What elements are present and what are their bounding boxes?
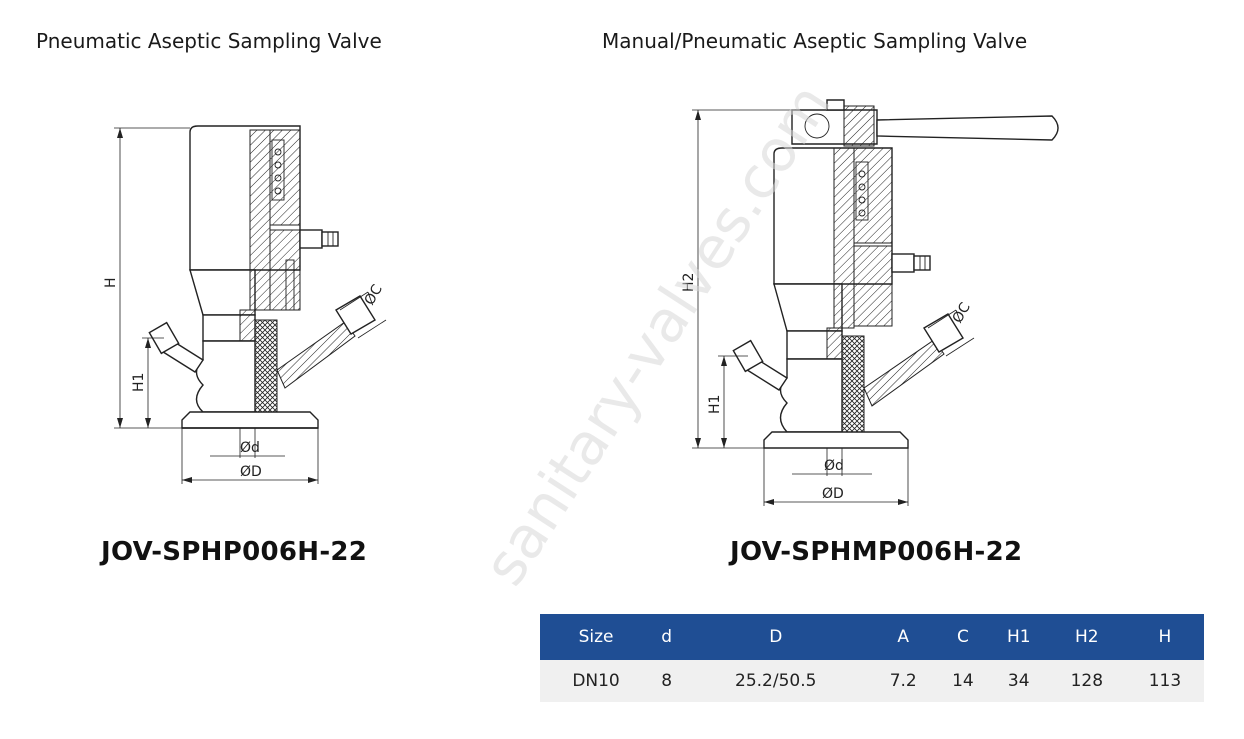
dim-label-d: Ød <box>240 440 260 456</box>
dim-label-d-right: Ød <box>824 458 844 474</box>
col-C-header: C <box>936 614 990 660</box>
cell-D: 25.2/50.5 <box>681 660 871 702</box>
col-d-header: d <box>652 614 682 660</box>
dim-label-D-right: ØD <box>822 486 844 502</box>
spec-table: Size d D A C H1 H2 H DN10 8 25.2/50.5 7.… <box>540 614 1204 702</box>
left-caption: Pneumatic Aseptic Sampling Valve <box>36 29 382 53</box>
cell-size: DN10 <box>540 660 653 702</box>
col-H2-header: H2 <box>1047 614 1126 660</box>
cell-H: 113 <box>1125 660 1204 702</box>
dim-label-D: ØD <box>240 464 262 480</box>
dim-label-H1: H1 <box>131 373 147 392</box>
cell-H2: 128 <box>1047 660 1126 702</box>
dim-label-H2: H2 <box>681 273 697 292</box>
cell-d: 8 <box>652 660 682 702</box>
col-H1-header: H1 <box>989 614 1048 660</box>
cell-C: 14 <box>936 660 990 702</box>
col-size-header: Size <box>540 614 653 660</box>
right-model-name: JOV-SPHMP006H-22 <box>730 537 1023 567</box>
spec-table-header-row: Size d D A C H1 H2 H <box>540 614 1204 660</box>
col-D-header: D <box>681 614 871 660</box>
right-valve-drawing: H2 H1 ØC Ød ØD <box>681 99 1059 506</box>
col-H-header: H <box>1125 614 1204 660</box>
col-A-header: A <box>870 614 937 660</box>
cell-H1: 34 <box>989 660 1048 702</box>
dim-label-H: H <box>103 277 119 288</box>
table-row: DN10 8 25.2/50.5 7.2 14 34 128 113 <box>540 660 1204 702</box>
dim-label-H1-right: H1 <box>707 395 723 414</box>
left-valve-drawing: H H1 ØC Ød ØD <box>103 125 387 484</box>
left-model-name: JOV-SPHP006H-22 <box>101 537 368 567</box>
right-caption: Manual/Pneumatic Aseptic Sampling Valve <box>602 29 1028 53</box>
cell-A: 7.2 <box>870 660 937 702</box>
